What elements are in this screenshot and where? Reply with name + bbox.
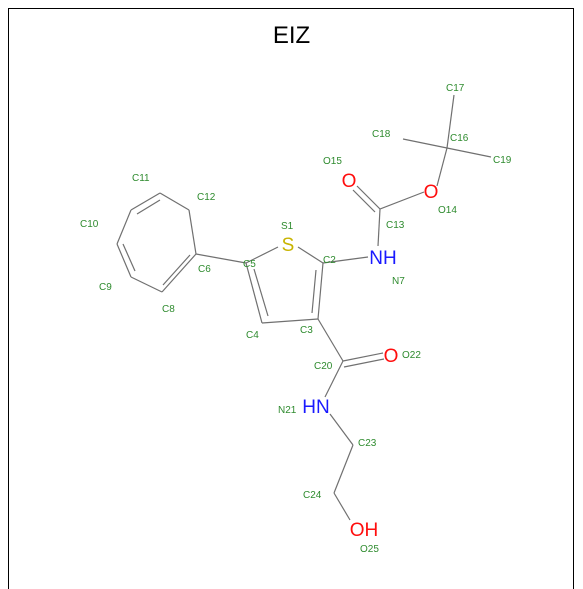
label-c13: C13 xyxy=(386,220,405,231)
label-c5: C5 xyxy=(243,259,256,270)
bond-c11-c10 xyxy=(130,192,161,211)
bond-c2-c3-inner xyxy=(311,269,317,314)
label-n7: N7 xyxy=(392,276,405,287)
label-c17: C17 xyxy=(446,83,465,94)
bond-o14-c16 xyxy=(436,147,448,187)
label-n21: N21 xyxy=(278,405,297,416)
label-c3: C3 xyxy=(300,325,313,336)
bond-c20-o22 xyxy=(342,352,384,362)
label-c19: C19 xyxy=(493,155,512,166)
bond-c12-c11 xyxy=(159,192,190,211)
bond-c16-c17 xyxy=(446,94,455,149)
label-c20: C20 xyxy=(314,361,333,372)
label-c2: C2 xyxy=(323,255,336,266)
atom-symbol-n21: HN xyxy=(302,397,329,418)
bond-s1-c2 xyxy=(297,246,324,264)
label-o22: O22 xyxy=(402,350,421,361)
label-c12: C12 xyxy=(197,192,216,203)
diagram-frame xyxy=(8,8,574,589)
bond-c9-c8-left xyxy=(116,243,132,278)
label-o15: O15 xyxy=(323,156,342,167)
bond-c20-n21 xyxy=(324,360,344,398)
atom-symbol-n7: NH xyxy=(369,248,396,269)
bond-c8-c6 xyxy=(161,253,197,293)
atom-symbol-o15: O xyxy=(342,171,357,192)
bond-c4-c5 xyxy=(245,262,263,324)
bond-c13-o14 xyxy=(379,191,425,210)
label-c11: C11 xyxy=(132,173,150,184)
bond-c3-c4 xyxy=(261,318,319,324)
bond-c13-o15-double xyxy=(352,189,376,213)
bond-c16-c19 xyxy=(446,147,492,158)
label-c9: C9 xyxy=(99,282,112,293)
bond-c4-c5-inner xyxy=(253,268,269,317)
bond-c6-c12 xyxy=(188,209,197,255)
bond-c8-c6-inner xyxy=(162,254,191,286)
bond-c20-o22-double xyxy=(343,358,385,368)
bond-c2-c3 xyxy=(317,262,324,320)
bond-c16-c18 xyxy=(402,138,448,149)
label-c4: C4 xyxy=(246,330,259,341)
atom-symbol-s1: S xyxy=(282,235,295,256)
bond-n7-c13 xyxy=(377,208,381,247)
bond-c2-n7 xyxy=(322,256,369,264)
atom-symbol-o14: O xyxy=(424,182,439,203)
label-c10: C10 xyxy=(80,219,99,230)
atom-symbol-o25: OH xyxy=(350,520,379,541)
label-c16: C16 xyxy=(450,133,469,144)
label-s1: S1 xyxy=(281,221,294,232)
bond-n21-c23 xyxy=(329,413,354,446)
label-c24: C24 xyxy=(303,490,322,501)
bond-c9-c8 xyxy=(130,276,163,293)
atom-symbol-o22: O xyxy=(384,346,399,367)
atom-labels: C17 C18 C16 C19 O15 O14 C13 C11 C12 C10 … xyxy=(80,83,512,555)
label-c6: C6 xyxy=(198,264,211,275)
bond-c5-s1 xyxy=(245,246,279,264)
label-o25: O25 xyxy=(360,544,379,555)
bonds xyxy=(116,94,492,521)
label-c8: C8 xyxy=(162,304,175,315)
molecule-title: EIZ xyxy=(272,22,311,49)
bond-c3-c20 xyxy=(317,318,344,362)
label-o14: O14 xyxy=(438,205,457,216)
bond-c10-c9 xyxy=(116,209,132,245)
bond-c11-c10-inner xyxy=(136,199,161,215)
label-c18: C18 xyxy=(372,129,391,140)
bond-c24-o25 xyxy=(333,492,351,521)
label-c23: C23 xyxy=(358,438,377,449)
bond-c6-c5 xyxy=(195,253,247,264)
bond-c23-c24 xyxy=(333,444,354,494)
bond-c9-inner xyxy=(122,243,136,272)
bond-c13-o15 xyxy=(356,185,381,210)
